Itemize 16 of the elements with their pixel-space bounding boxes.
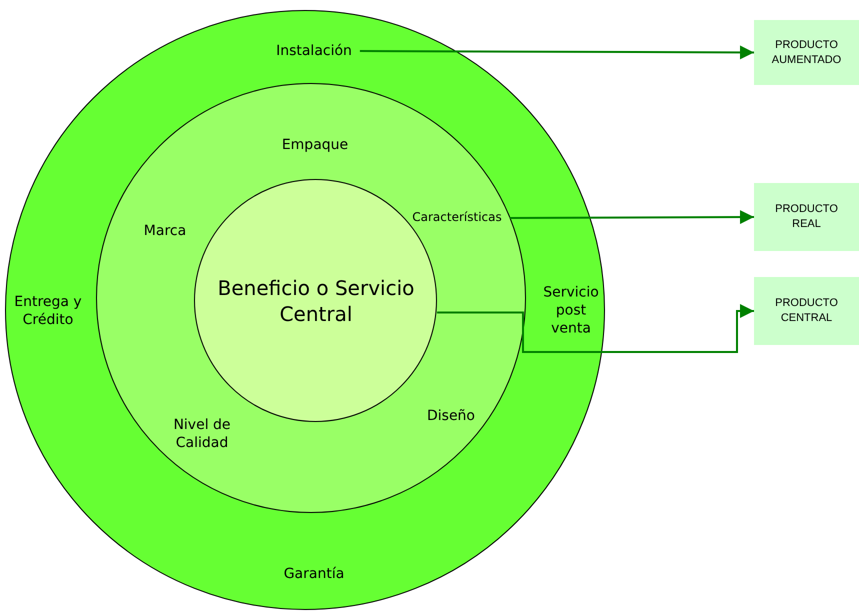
ring-label: Entrega y Crédito xyxy=(13,292,83,330)
ring-label: Marca xyxy=(142,222,188,240)
ring-label: Beneficio o Servicio Central xyxy=(216,275,416,327)
arrow xyxy=(437,304,754,353)
ring-label: Empaque xyxy=(280,136,350,154)
ring-label: Garantía xyxy=(282,564,346,584)
ring-label: Diseño xyxy=(426,406,476,426)
arrow xyxy=(360,45,754,60)
product-level-box: PRODUCTO CENTRAL xyxy=(754,277,859,345)
ring-label: Nivel de Calidad xyxy=(172,416,232,452)
product-level-box: PRODUCTO REAL xyxy=(754,183,859,251)
ring-label: Características xyxy=(412,210,502,226)
arrow xyxy=(510,210,754,224)
ring-label: Servicio post venta xyxy=(542,284,600,338)
ring-label: Instalación xyxy=(276,42,352,60)
product-level-box: PRODUCTO AUMENTADO xyxy=(754,20,859,85)
